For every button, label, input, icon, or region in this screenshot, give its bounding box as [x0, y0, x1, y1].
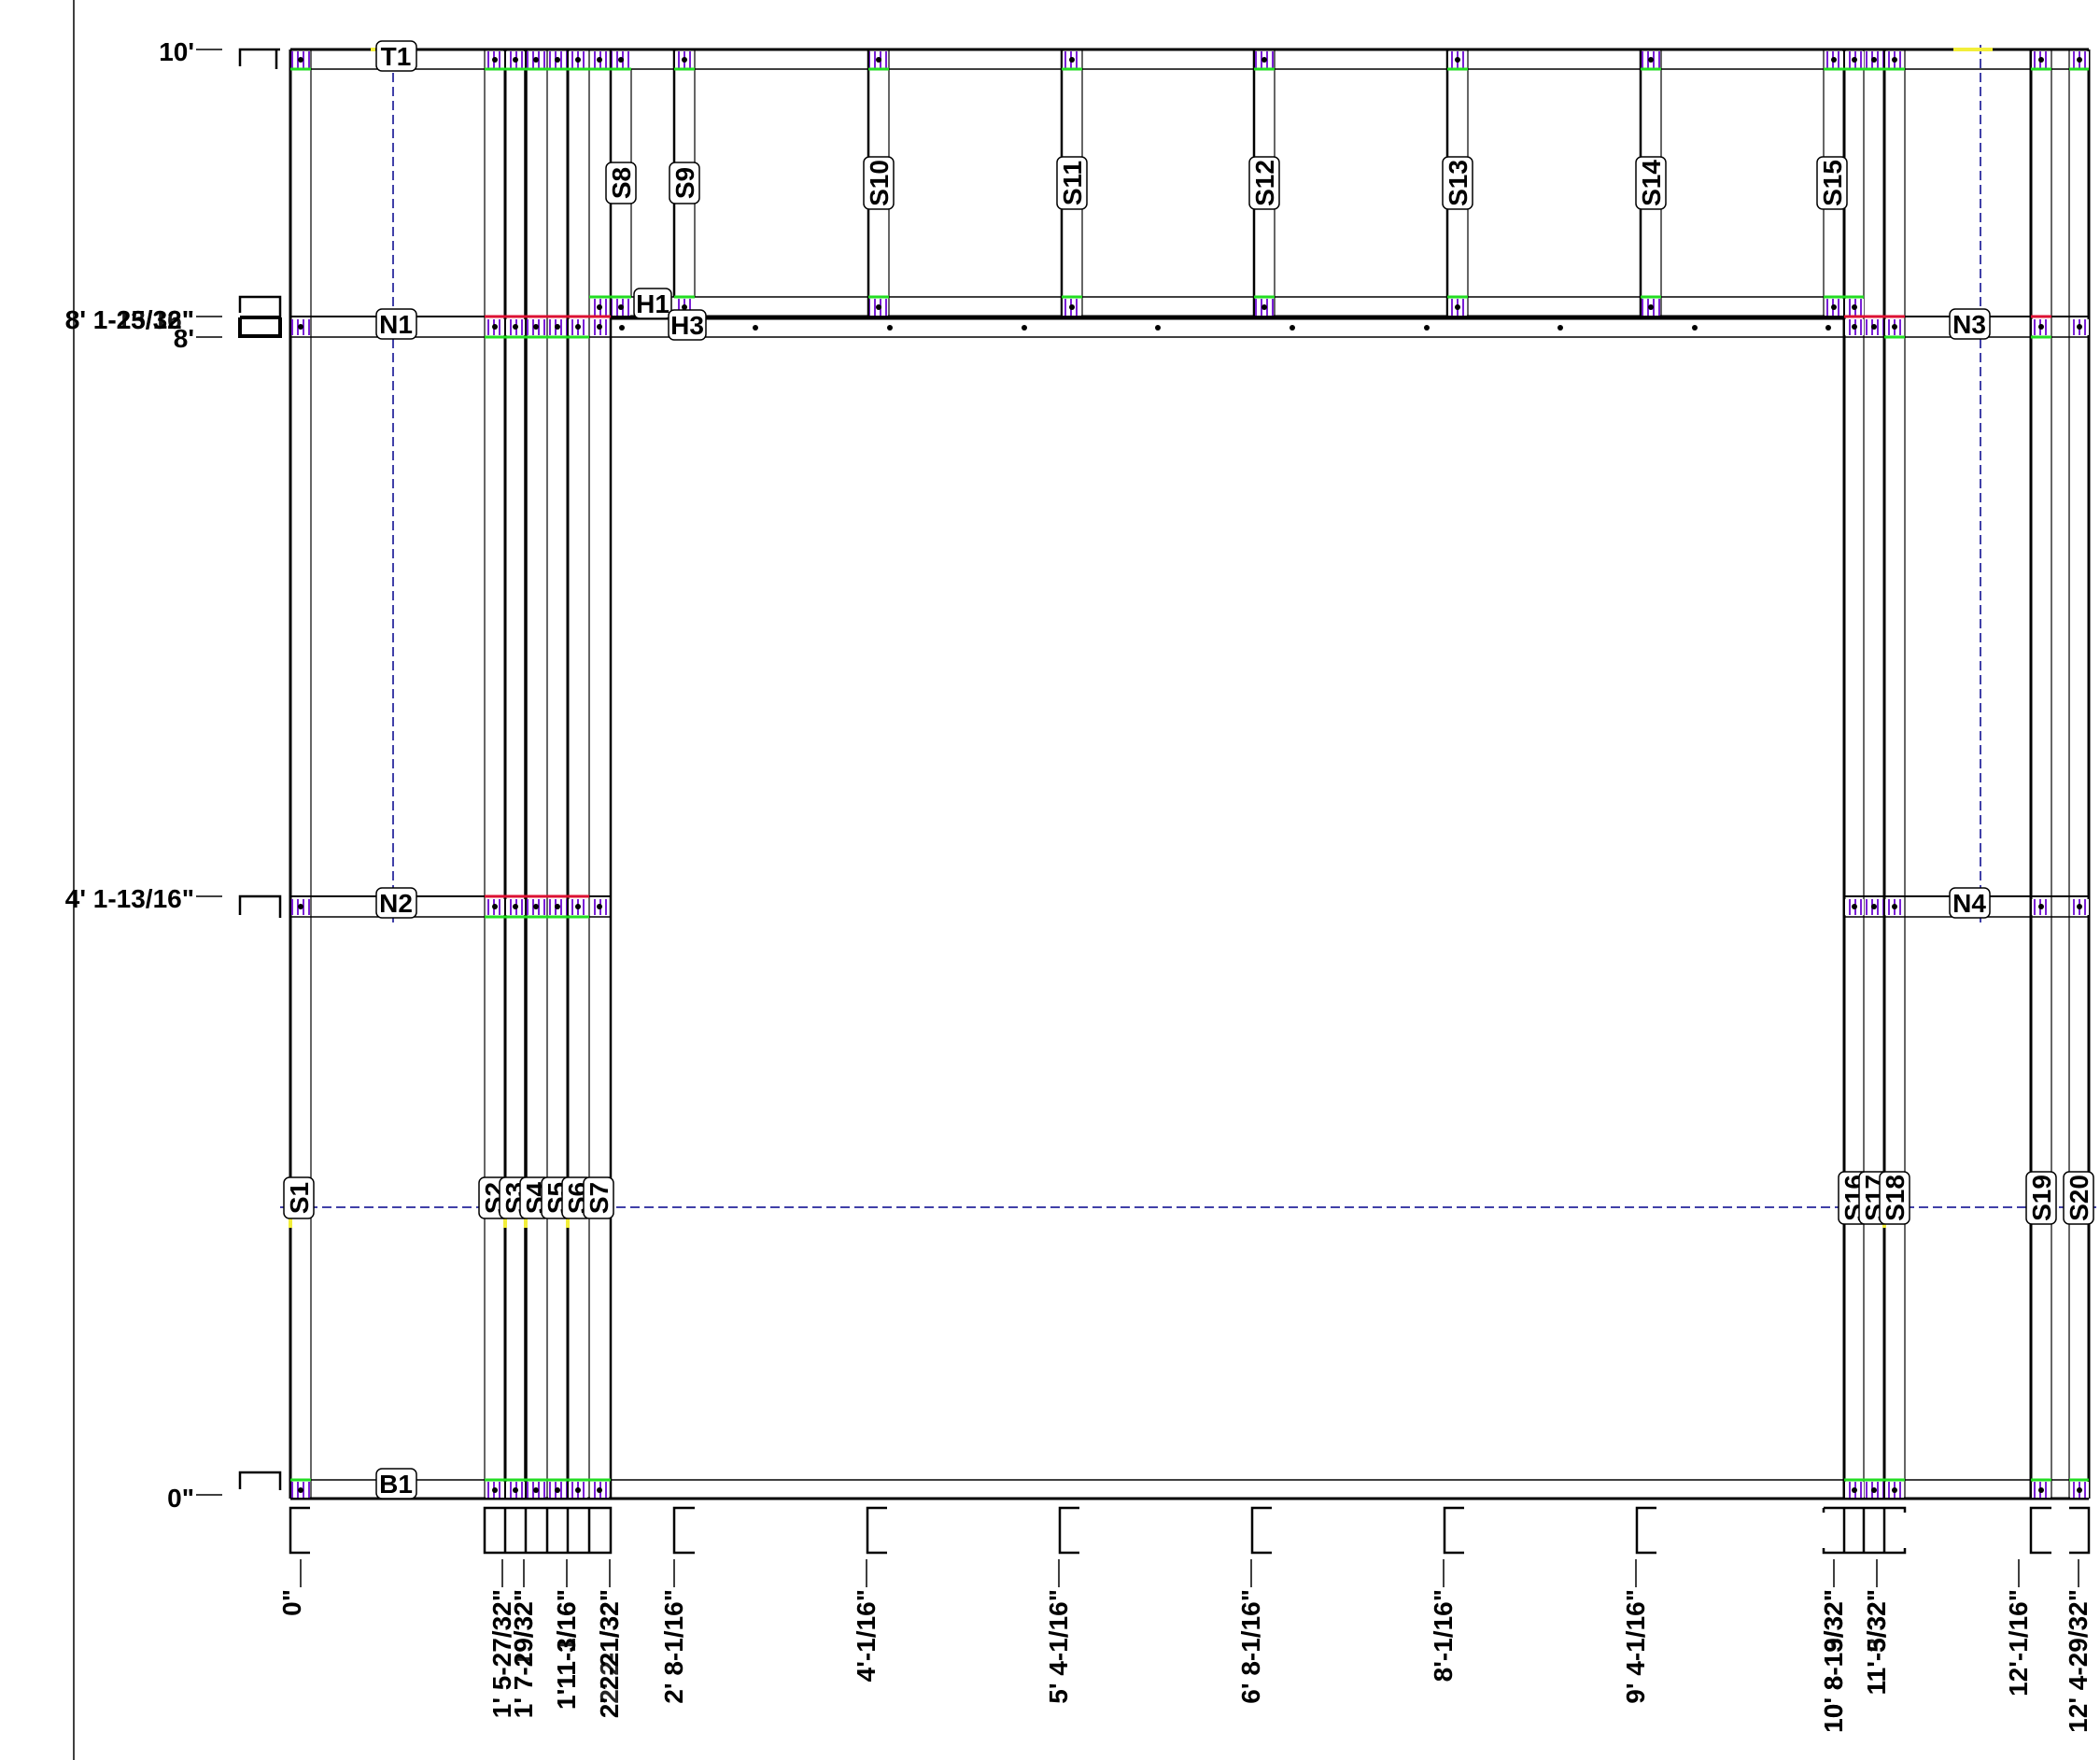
hdim-5: 1'11-1/16" — [552, 1589, 581, 1710]
hdim-6: 2' 2-21/32" — [595, 1589, 624, 1718]
tag-S8[interactable]: S8 — [605, 162, 637, 204]
hdim-16: 11'-5/32" — [1862, 1589, 1891, 1695]
tag-S13[interactable]: S13 — [1442, 156, 1473, 210]
hdim-2: 1' 7-29/32" — [509, 1589, 538, 1718]
track-profile-icon — [238, 295, 282, 317]
track-profile-icon — [238, 894, 282, 918]
tag-B1[interactable]: B1 — [375, 1468, 417, 1500]
hdim-9: 4'-1/16" — [852, 1589, 881, 1682]
dim-8ft: 8' — [174, 324, 194, 353]
tag-H3[interactable]: H3 — [668, 309, 707, 341]
svg-text:B1: B1 — [379, 1470, 413, 1499]
svg-text:S7: S7 — [585, 1182, 613, 1214]
svg-text:H3: H3 — [670, 311, 704, 340]
tag-S18[interactable]: S18 — [1879, 1171, 1910, 1225]
tag-S1[interactable]: S1 — [283, 1176, 315, 1219]
hdim-18: 12'-1/16" — [2004, 1589, 2033, 1697]
svg-text:N3: N3 — [1952, 310, 1986, 339]
track-profile-icon — [238, 48, 280, 69]
vertical-dimensions: 10' 8' 1-25/32" 8' 1-13/16" 8' 4' 1-13/1… — [65, 37, 282, 1513]
tag-S14[interactable]: S14 — [1635, 156, 1667, 210]
svg-text:S13: S13 — [1444, 160, 1473, 206]
hdim-4: 1'11-3/16" — [552, 1589, 581, 1710]
tag-S7[interactable]: S7 — [583, 1176, 614, 1219]
tag-S12[interactable]: S12 — [1248, 156, 1280, 210]
tag-H1[interactable]: H1 — [633, 288, 672, 319]
hdim-19: 12' 4-29/32" — [2064, 1589, 2093, 1733]
tag-T1[interactable]: T1 — [375, 40, 417, 72]
hdim-8: 2' 8-1/16" — [659, 1589, 688, 1704]
track-profile-icon — [238, 1471, 282, 1490]
svg-text:S19: S19 — [2027, 1175, 2056, 1221]
member-tags[interactable]: T1 N1 N2 N3 N4 B1 H1 H3 — [283, 40, 2094, 1500]
svg-text:S8: S8 — [607, 167, 636, 199]
tag-N2[interactable]: N2 — [375, 887, 417, 919]
fastener-blocks — [291, 51, 2089, 1498]
hdim-3: 1' 7-19/32" — [509, 1589, 538, 1718]
centerlines — [280, 45, 2100, 1208]
svg-text:N4: N4 — [1952, 889, 1986, 918]
svg-text:S15: S15 — [1818, 160, 1847, 206]
svg-text:S10: S10 — [865, 160, 894, 206]
tag-N4[interactable]: N4 — [1949, 887, 1991, 919]
tag-S11[interactable]: S11 — [1056, 156, 1088, 210]
hdim-10: 5' 4-1/16" — [1044, 1589, 1073, 1704]
svg-text:S12: S12 — [1250, 160, 1279, 206]
dim-4ft-1-13-16: 4' 1-13/16" — [65, 884, 194, 913]
tracks — [290, 48, 2089, 1500]
dim-8ft-1-13-16: 8' 1-13/16" — [65, 305, 194, 334]
hdim-17: 11'-3/32" — [1862, 1589, 1891, 1695]
hdim-14: 10' 8-19/32" — [1819, 1589, 1848, 1733]
tag-S19[interactable]: S19 — [2025, 1171, 2057, 1225]
dim-0in: 0" — [167, 1484, 194, 1513]
dim-10ft: 10' — [159, 37, 194, 66]
track-profile-icon — [238, 316, 282, 338]
svg-text:S18: S18 — [1881, 1175, 1910, 1221]
tag-N1[interactable]: N1 — [375, 308, 417, 340]
tag-N3[interactable]: N3 — [1949, 308, 1991, 340]
connection-marks — [290, 67, 2089, 1482]
hdim-15: 10' 8-13/32" — [1819, 1589, 1848, 1733]
svg-text:N2: N2 — [379, 889, 413, 918]
svg-text:S20: S20 — [2065, 1175, 2093, 1221]
studs — [289, 49, 2091, 1499]
svg-text:S1: S1 — [285, 1182, 314, 1214]
tag-S10[interactable]: S10 — [863, 156, 895, 210]
svg-text:S11: S11 — [1058, 161, 1087, 205]
horizontal-dimensions: 0" 1' 5-27/32" 1' 7-29/32" 1' 7-19/32" 1… — [277, 1559, 2093, 1733]
stud-profile-icons — [289, 1506, 2091, 1555]
svg-text:N1: N1 — [379, 310, 413, 339]
hdim-7: 2' 2-1/32" — [595, 1589, 624, 1704]
tag-S9[interactable]: S9 — [669, 162, 700, 204]
svg-text:T1: T1 — [381, 42, 412, 71]
dim-8ft-1-25-32: 8' 1-25/32" — [65, 305, 194, 334]
hdim-1: 1' 5-27/32" — [487, 1589, 516, 1718]
svg-text:S14: S14 — [1637, 160, 1666, 206]
tag-S15[interactable]: S15 — [1816, 156, 1848, 210]
tag-S20[interactable]: S20 — [2063, 1171, 2094, 1225]
svg-text:S9: S9 — [670, 167, 699, 199]
marker-yellow — [289, 48, 1993, 1228]
svg-text:H1: H1 — [636, 289, 669, 318]
header-fastener-dots — [619, 325, 1831, 331]
hdim-12: 8'-1/16" — [1429, 1589, 1458, 1682]
hdim-11: 6' 8-1/16" — [1236, 1589, 1265, 1704]
hdim-0: 0" — [277, 1589, 306, 1616]
hdim-13: 9' 4-1/16" — [1621, 1589, 1650, 1704]
